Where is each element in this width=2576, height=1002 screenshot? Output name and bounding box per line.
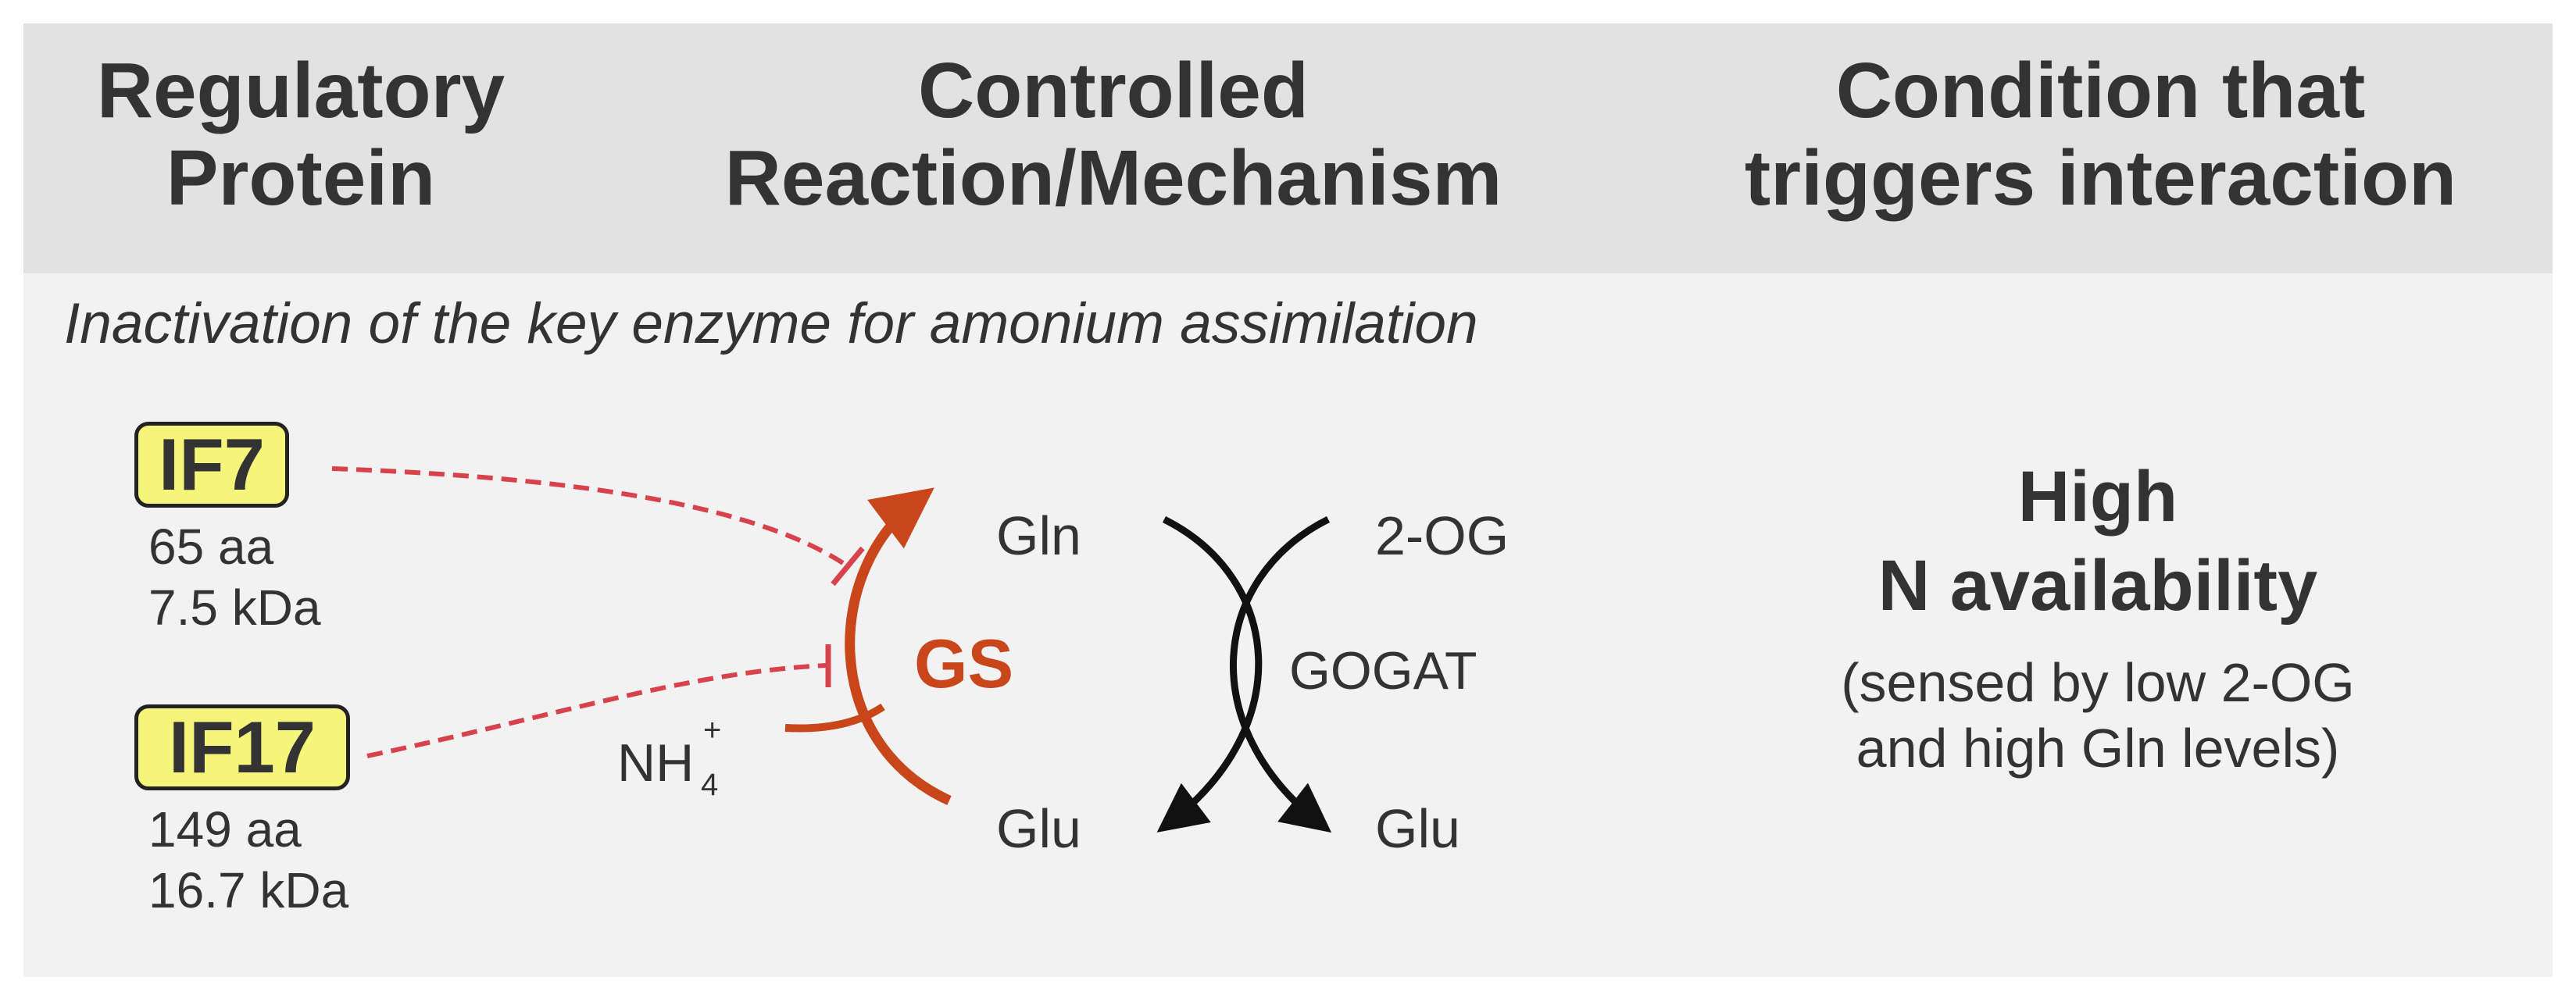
inhibition-line-if7 [331,466,849,569]
section-title: Inactivation of the key enzyme for amoni… [64,292,1478,355]
column-header-line: Controlled [918,47,1309,134]
protein-length-if7: 65 aa [148,519,274,575]
condition-line-availability: N availability [1878,546,2318,626]
glu-left-label: Glu [996,798,1081,859]
ammonium-base: NH [617,733,694,793]
ammonium-superscript: + [703,713,721,747]
gogat-arrow-gln-to-glu [1156,515,1263,833]
column-header-line: Condition that [1835,47,2366,134]
condition-line-levels: and high Gln levels) [1856,718,2340,779]
column-header-regulatory-protein: Regulatory Protein [23,47,578,222]
protein-mass-if7: 7.5 kDa [148,579,321,636]
gs-arrow [845,487,952,805]
gogat-label: GOGAT [1289,641,1477,701]
gs-label: GS [914,625,1013,702]
column-header-line: triggers interaction [1744,134,2457,222]
condition-line-high: High [2017,457,2178,537]
gogat-arrow-og-to-glu [1230,515,1332,833]
protein-box-if17: IF17 [134,704,350,790]
glu-right-label: Glu [1375,798,1460,859]
column-header-line: Regulatory [96,47,506,134]
inhibition-line-if17 [366,663,827,758]
ammonium-label: NH 4 + [617,713,733,807]
ammonium-input-arrow [784,703,885,733]
column-header-line: Reaction/Mechanism [724,134,1502,222]
og-label: 2-OG [1375,505,1509,566]
inhibition-bar-if7 [831,546,865,587]
header-bar [23,23,2553,273]
protein-length-if17: 149 aa [148,801,302,858]
gln-label: Gln [996,505,1081,566]
column-header-controlled-reaction: Controlled Reaction/Mechanism [609,47,1617,222]
ammonium-subscript: 4 [701,768,718,802]
protein-box-if7: IF7 [134,422,289,508]
protein-mass-if17: 16.7 kDa [148,862,349,918]
condition-line-sensed: (sensed by low 2-OG [1841,652,2355,713]
column-header-line: Protein [166,134,436,222]
column-header-condition: Condition that triggers interaction [1649,47,2553,222]
